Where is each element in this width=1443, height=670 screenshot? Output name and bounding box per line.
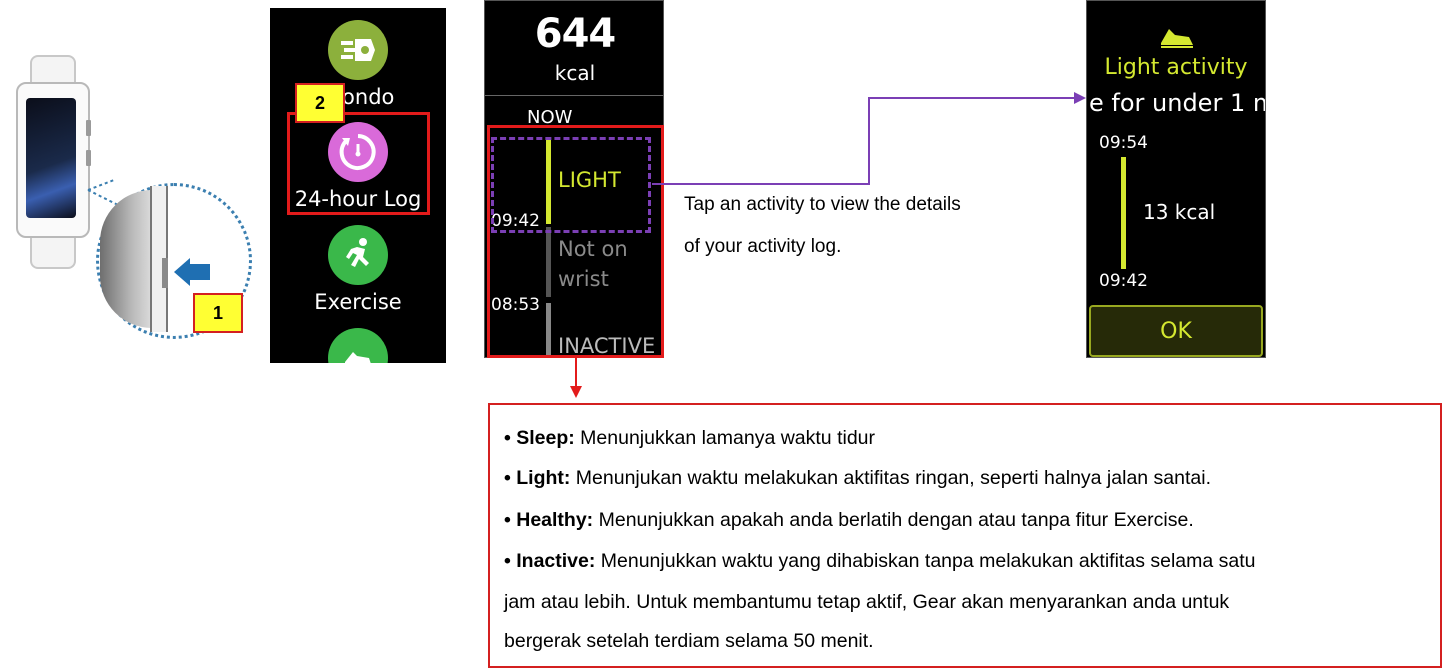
instruction-line-2: of your activity log. xyxy=(684,236,842,257)
info-sleep-term: • Sleep: xyxy=(504,427,575,449)
info-light: • Light: Menunjukan waktu melakukan akti… xyxy=(504,467,1211,490)
info-sleep-desc: Menunjukkan lamanya waktu tidur xyxy=(574,427,876,449)
info-inactive-line3: bergerak setelah terdiam selama 50 menit… xyxy=(504,630,874,652)
now-label: NOW xyxy=(527,107,573,128)
info-inactive-desc: Menunjukkan waktu yang dihabiskan tanpa … xyxy=(595,550,1256,572)
not-on-wrist-bar xyxy=(546,227,551,297)
connector-arrows xyxy=(570,92,1086,398)
info-healthy: • Healthy: Menunjukkan apakah anda berla… xyxy=(504,509,1194,532)
detail-title: Light activity xyxy=(1104,55,1248,80)
detail-calories: 13 kcal xyxy=(1143,200,1216,224)
light-activity-label[interactable]: LIGHT xyxy=(558,168,621,192)
instruction-line-1: Tap an activity to view the details xyxy=(684,194,961,215)
press-arrow-icon xyxy=(174,258,190,286)
app-label-exercise[interactable]: Exercise xyxy=(314,290,402,314)
inactive-bar xyxy=(546,303,551,357)
ok-button[interactable]: OK xyxy=(1089,305,1263,357)
info-inactive-term: • Inactive: xyxy=(504,550,596,572)
highlight-activity-list xyxy=(487,125,664,358)
activity-types-info-box: • Sleep: Menunjukkan lamanya waktu tidur… xyxy=(488,403,1442,668)
calories-unit: kcal xyxy=(554,61,596,85)
activity-detail-screen: Light activity e for under 1 m 09:54 13 … xyxy=(1086,0,1266,358)
highlight-24-hour-log xyxy=(287,112,430,215)
info-light-desc: Menunjukan waktu melakukan aktifitas rin… xyxy=(570,467,1212,489)
zoom-metal-frame xyxy=(100,190,152,328)
shoe-icon[interactable] xyxy=(328,328,388,363)
watch-back-key xyxy=(86,120,91,136)
detail-activity-bar xyxy=(1121,157,1126,269)
watch-home-key xyxy=(86,150,91,166)
info-inactive-line2: jam atau lebih. Untuk membantumu tetap a… xyxy=(504,591,1230,613)
detail-end-time: 09:42 xyxy=(1099,271,1148,291)
step-callout-1: 1 xyxy=(193,293,243,333)
endomondo-icon[interactable] xyxy=(328,20,388,80)
not-on-wrist-label-line1[interactable]: Not on xyxy=(558,237,628,261)
log-screen: 644 kcal NOW LIGHT 09:42 Not on wrist 08… xyxy=(484,0,664,358)
light-activity-bar[interactable] xyxy=(546,139,551,224)
not-on-wrist-label-line2[interactable]: wrist xyxy=(558,267,609,291)
info-light-term: • Light: xyxy=(504,467,571,489)
watch-screen xyxy=(26,98,76,218)
running-icon[interactable] xyxy=(328,225,388,285)
info-sleep: • Sleep: Menunjukkan lamanya waktu tidur xyxy=(504,427,875,450)
info-inactive: • Inactive: Menunjukkan waktu yang dihab… xyxy=(504,550,1256,573)
timer-icon[interactable] xyxy=(328,122,388,182)
inactive-label[interactable]: INACTIVE xyxy=(558,334,656,358)
detail-subtitle: e for under 1 m xyxy=(1089,89,1266,117)
press-arrow-tail xyxy=(188,264,210,280)
info-healthy-term: • Healthy: xyxy=(504,509,594,531)
info-healthy-desc: Menunjukkan apakah anda berlatih dengan … xyxy=(593,509,1194,531)
watch-band-top xyxy=(30,55,76,87)
home-key[interactable] xyxy=(162,258,168,288)
selected-activity-dashed-box xyxy=(491,137,651,233)
apps-screen: mondo 24-hour Log Exercise xyxy=(270,8,446,363)
light-activity-time: 09:42 xyxy=(491,211,540,231)
total-calories: 644 xyxy=(534,11,617,57)
not-on-wrist-time: 08:53 xyxy=(491,295,540,315)
step-callout-2: 2 xyxy=(295,83,345,123)
detail-start-time: 09:54 xyxy=(1099,133,1148,153)
screen-divider xyxy=(485,95,663,96)
app-label-24-hour-log[interactable]: 24-hour Log xyxy=(294,187,422,211)
light-activity-shoe-icon xyxy=(1161,29,1193,48)
